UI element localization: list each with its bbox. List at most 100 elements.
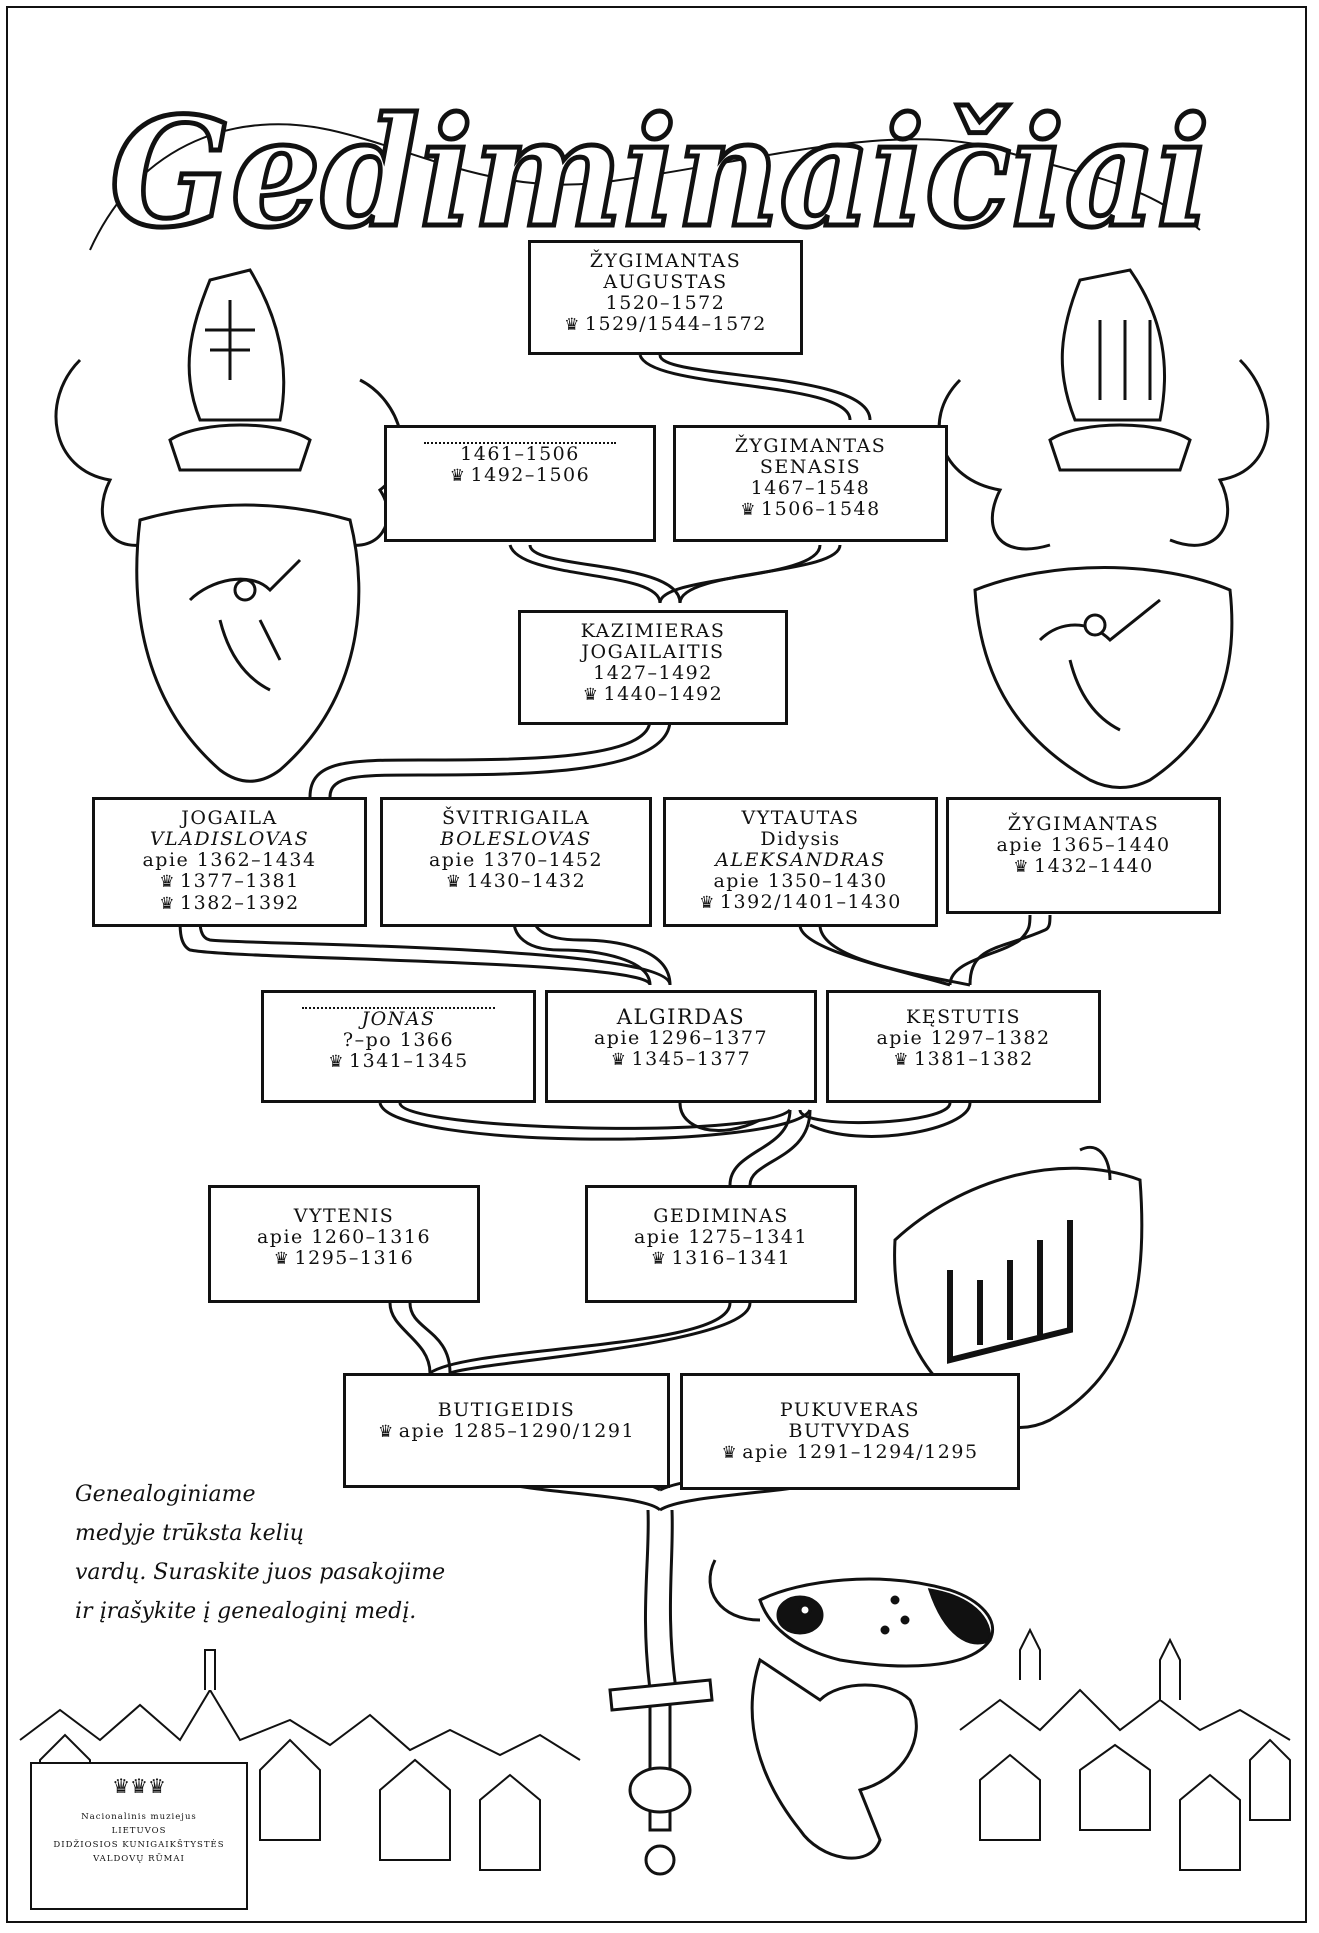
reign-dates: apie 1291–1294/1295 — [742, 1441, 979, 1463]
box-name: PUKUVERAS — [779, 1399, 921, 1421]
reign-dates: 1316–1341 — [671, 1247, 792, 1269]
box-name: AUGUSTAS — [603, 271, 728, 293]
box-name: BUTVYDAS — [788, 1420, 912, 1442]
page-title: Gediminaičiai — [108, 83, 1213, 264]
reign-dates: 1382–1392 — [180, 892, 300, 914]
box-name: KĘSTUTIS — [906, 1006, 1021, 1028]
reign-dates: 1506–1548 — [761, 498, 881, 520]
logo-line: VALDOVŲ RŪMAI — [93, 1854, 185, 1864]
triple-crown-icon: ♛♛♛ — [112, 1774, 166, 1798]
box-jogaila: JOGAILA VLADISLOVAS apie 1362–1434 ♛1377… — [92, 797, 367, 927]
blank-name-line — [301, 1007, 496, 1009]
box-dates: apie 1365–1440 — [996, 834, 1171, 856]
box-name: ŽYGIMANTAS — [1007, 813, 1160, 835]
box-svitrigaila: ŠVITRIGAILA BOLESLOVAS apie 1370–1452 ♛1… — [380, 797, 652, 927]
box-vytautas: VYTAUTAS Didysis ALEKSANDRAS apie 1350–1… — [663, 797, 938, 927]
box-dates: apie 1275–1341 — [633, 1226, 809, 1248]
box-zygimantas: ŽYGIMANTAS apie 1365–1440 ♛1432–1440 — [946, 797, 1221, 914]
mascot-character — [608, 1559, 995, 1876]
crown-icon: ♛ — [582, 685, 600, 705]
box-kazimieras: KAZIMIERAS JOGAILAITIS 1427–1492 ♛1440–1… — [518, 610, 788, 725]
box-name: ŽYGIMANTAS — [734, 435, 887, 457]
box-name: VYTENIS — [293, 1205, 395, 1227]
box-name: ŠVITRIGAILA — [442, 807, 590, 829]
logo-line: DIDŽIOSIOS KUNIGAIKŠTYSTĖS — [53, 1840, 225, 1850]
reign-dates: 1492–1506 — [470, 464, 591, 486]
reign-dates: 1377–1381 — [180, 870, 300, 892]
logo-line: Nacionalinis muziejus — [81, 1812, 197, 1822]
reign-dates: 1345–1377 — [631, 1048, 752, 1070]
box-name: VYTAUTAS — [741, 807, 860, 829]
box-christian-name: VLADISLOVAS — [149, 828, 310, 850]
box-unknown-1461: 1461–1506 ♛1492–1506 — [384, 425, 656, 542]
reign-dates: 1392/1401–1430 — [719, 891, 902, 913]
crown-icon: ♛ — [721, 1443, 739, 1463]
page-title-text: Gediminaičiai — [110, 85, 1210, 261]
reign-dates: 1440–1492 — [603, 683, 724, 705]
box-name: ALGIRDAS — [616, 1005, 746, 1029]
town-skyline — [19, 1627, 1291, 1871]
crown-icon: ♛ — [1013, 857, 1031, 877]
box-dates: apie 1362–1434 — [142, 849, 317, 871]
crown-icon: ♛ — [740, 500, 758, 520]
crown-icon: ♛ — [449, 466, 467, 486]
note-line: ir įrašykite į genealoginį medį. — [75, 1599, 417, 1624]
crown-icon: ♛ — [564, 315, 581, 335]
box-pukuveras: PUKUVERAS BUTVYDAS ♛apie 1291–1294/1295 — [680, 1373, 1020, 1490]
crown-icon: ♛ — [650, 1249, 668, 1269]
box-name: JOGAILA — [181, 807, 278, 829]
note-line: vardų. Suraskite juos pasakojime — [75, 1560, 446, 1585]
box-name: SENASIS — [759, 456, 862, 478]
reign-dates: 1295–1316 — [294, 1247, 415, 1269]
title-ribbon — [89, 123, 1201, 251]
crown-icon: ♛ — [159, 872, 177, 892]
crown-icon: ♛ — [610, 1050, 628, 1070]
box-dates: apie 1296–1377 — [593, 1027, 769, 1049]
box-christian-name: JONAS — [361, 1008, 436, 1030]
note-line: Genealoginiame — [75, 1482, 256, 1507]
box-dates: 1520–1572 — [605, 292, 726, 314]
crown-icon: ♛ — [699, 893, 716, 913]
page-frame — [6, 6, 1307, 1923]
crown-icon: ♛ — [159, 894, 177, 914]
box-dates: 1467–1548 — [750, 477, 871, 499]
box-christian-name: BOLESLOVAS — [440, 828, 592, 850]
box-epithet: Didysis — [760, 828, 841, 850]
reign-dates: 1341–1345 — [349, 1050, 469, 1072]
box-christian-name: ALEKSANDRAS — [715, 849, 886, 871]
box-gediminas: GEDIMINAS apie 1275–1341 ♛1316–1341 — [585, 1185, 857, 1303]
right-crest — [937, 268, 1270, 789]
logo-line: LIETUVOS — [111, 1826, 167, 1836]
box-butigeidis: BUTIGEIDIS ♛apie 1285–1290/1291 — [343, 1373, 670, 1488]
crown-icon: ♛ — [445, 872, 463, 892]
crown-icon: ♛ — [893, 1050, 911, 1070]
box-dates: 1461–1506 — [460, 443, 580, 465]
box-name: KAZIMIERAS — [580, 620, 726, 642]
box-name: ŽYGIMANTAS — [589, 250, 742, 272]
left-crest — [54, 268, 404, 783]
box-dates: apie 1297–1382 — [876, 1027, 1051, 1049]
box-name: JOGAILAITIS — [581, 641, 725, 663]
reign-dates: 1381–1382 — [914, 1048, 1034, 1070]
box-dates: apie 1370–1452 — [428, 849, 604, 871]
box-algirdas: ALGIRDAS apie 1296–1377 ♛1345–1377 — [545, 990, 817, 1103]
museum-logo: ♛♛♛ Nacionalinis muziejus LIETUVOS DIDŽI… — [30, 1762, 248, 1910]
box-dates: apie 1260–1316 — [256, 1226, 432, 1248]
box-dates: apie 1350–1430 — [713, 870, 888, 892]
box-kestutis: KĘSTUTIS apie 1297–1382 ♛1381–1382 — [826, 990, 1101, 1103]
crown-icon: ♛ — [273, 1249, 291, 1269]
crown-icon: ♛ — [377, 1422, 395, 1442]
reign-dates: apie 1285–1290/1291 — [398, 1420, 636, 1442]
reign-dates: 1432–1440 — [1034, 855, 1154, 877]
box-name: BUTIGEIDIS — [437, 1399, 576, 1421]
note-line: medyje trūksta kelių — [75, 1521, 304, 1546]
reign-dates: 1529/1544–1572 — [584, 313, 767, 335]
blank-name-line — [424, 442, 616, 444]
box-name: GEDIMINAS — [653, 1205, 789, 1227]
instruction-note: Genealoginiame medyje trūksta kelių vard… — [75, 1475, 445, 1631]
box-jonas: JONAS ?–po 1366 ♛1341–1345 — [261, 990, 536, 1103]
columns-shield — [893, 1145, 1144, 1429]
box-dates: ?–po 1366 — [342, 1029, 455, 1051]
reign-dates: 1430–1432 — [466, 870, 587, 892]
